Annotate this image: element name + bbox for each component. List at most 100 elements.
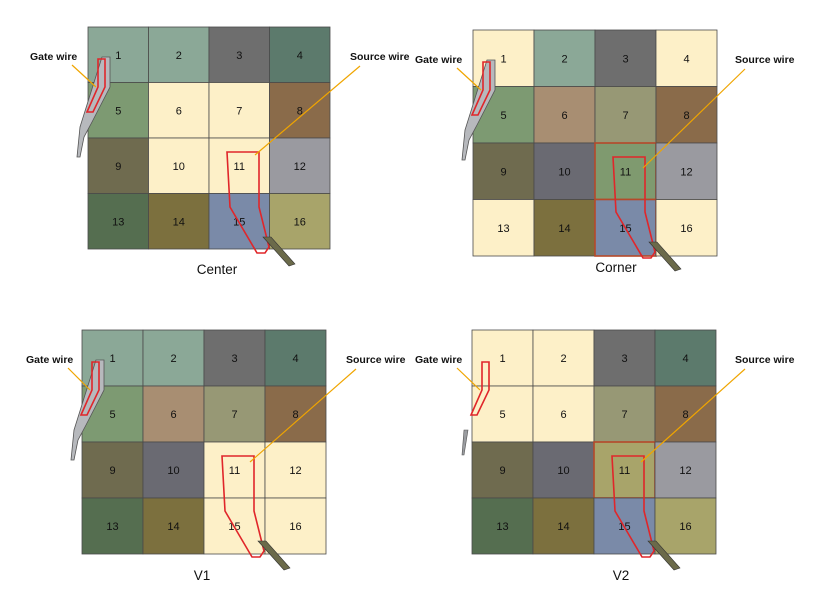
- source-probe-icon: [262, 236, 296, 267]
- caption-v2: V2: [612, 568, 630, 583]
- cell-label-3: 3: [231, 353, 237, 365]
- source-wire-outline: [611, 455, 655, 558]
- cell-label-4: 4: [682, 353, 688, 365]
- cell-label-11: 11: [229, 465, 240, 477]
- cell-4: [269, 26, 331, 83]
- cell-12: [654, 441, 717, 499]
- cell-7: [203, 385, 266, 443]
- cell-label-7: 7: [236, 105, 242, 117]
- cell-label-4: 4: [297, 50, 303, 62]
- cell-label-12: 12: [289, 465, 301, 477]
- cell-8: [655, 86, 718, 144]
- cell-label-8: 8: [682, 409, 688, 421]
- cell-4: [264, 329, 327, 387]
- caption-center: Center: [196, 262, 238, 277]
- cell-label-2: 2: [561, 53, 567, 65]
- cell-label-11: 11: [619, 465, 630, 477]
- source-probe-icon: [648, 241, 682, 272]
- gate-probe-icon: [70, 359, 105, 461]
- caption-v1: V1: [193, 568, 211, 583]
- cell-label-7: 7: [621, 409, 627, 421]
- gate-probe-icon: [461, 59, 496, 161]
- cell-label-12: 12: [680, 166, 692, 178]
- cell-16: [264, 497, 327, 555]
- cell-16: [654, 497, 717, 555]
- cell-label-5: 5: [109, 409, 115, 421]
- cell-14: [142, 497, 205, 555]
- cell-label-9: 9: [500, 166, 506, 178]
- gate-wire-label: Gate wire: [415, 354, 462, 366]
- source-leader-line: [254, 65, 361, 156]
- cell-label-14: 14: [558, 223, 570, 235]
- cell-label-16: 16: [680, 223, 692, 235]
- source-probe-icon: [257, 540, 291, 571]
- cell-7: [594, 86, 657, 144]
- cell-label-16: 16: [289, 521, 301, 533]
- gate-wire-outline: [470, 61, 491, 116]
- cell-8: [264, 385, 327, 443]
- cell-16: [269, 193, 331, 250]
- cell-13: [87, 193, 149, 250]
- cell-label-2: 2: [560, 353, 566, 365]
- cell-label-1: 1: [115, 50, 121, 62]
- source-leader-line: [640, 368, 746, 463]
- gate-probe-icon: [461, 429, 469, 456]
- cell-label-14: 14: [167, 521, 179, 533]
- cell-label-10: 10: [558, 166, 570, 178]
- cell-11: [594, 142, 657, 201]
- gate-leader-line: [67, 367, 91, 391]
- gate-leader-line: [456, 67, 482, 91]
- cell-2: [532, 329, 595, 387]
- cell-label-7: 7: [231, 409, 237, 421]
- cell-label-1: 1: [109, 353, 115, 365]
- cell-label-6: 6: [561, 110, 567, 122]
- cell-3: [593, 329, 656, 387]
- source-leader-line: [642, 68, 746, 169]
- cell-label-13: 13: [106, 521, 118, 533]
- cell-6: [533, 86, 596, 144]
- cell-9: [81, 441, 144, 499]
- cell-label-14: 14: [557, 521, 569, 533]
- source-wire-label: Source wire: [735, 54, 795, 66]
- cell-label-6: 6: [176, 105, 182, 117]
- cell-label-5: 5: [499, 409, 505, 421]
- cell-label-6: 6: [170, 409, 176, 421]
- cell-12: [655, 142, 718, 200]
- cell-14: [532, 497, 595, 555]
- source-wire-outline: [221, 455, 265, 558]
- caption-corner: Corner: [595, 260, 637, 275]
- cell-6: [148, 82, 210, 139]
- cell-label-9: 9: [109, 465, 115, 477]
- cell-label-12: 12: [294, 161, 306, 173]
- cell-16: [655, 199, 718, 257]
- gate-wire-label: Gate wire: [26, 354, 73, 366]
- cell-label-3: 3: [236, 50, 242, 62]
- gate-wire-outline: [85, 58, 106, 113]
- cell-label-10: 10: [557, 465, 569, 477]
- cell-6: [532, 385, 595, 443]
- cell-13: [472, 199, 535, 257]
- cell-8: [654, 385, 717, 443]
- cell-label-11: 11: [234, 161, 245, 173]
- gate-wire-label: Gate wire: [30, 51, 77, 63]
- cell-13: [81, 497, 144, 555]
- gate-leader-line: [71, 64, 97, 88]
- cell-11: [203, 441, 266, 499]
- source-wire-label: Source wire: [350, 51, 410, 63]
- cell-8: [269, 82, 331, 139]
- cell-label-9: 9: [115, 161, 121, 173]
- cell-label-12: 12: [679, 465, 691, 477]
- source-wire-label: Source wire: [346, 354, 406, 366]
- cell-label-10: 10: [173, 161, 185, 173]
- cell-label-13: 13: [112, 216, 124, 228]
- cell-label-14: 14: [173, 216, 185, 228]
